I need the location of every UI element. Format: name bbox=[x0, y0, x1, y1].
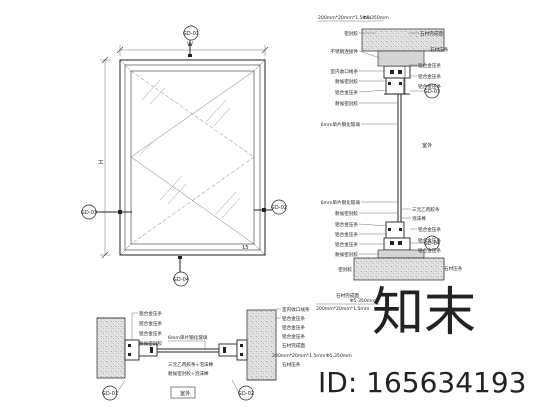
corner-mark: 15 bbox=[242, 245, 249, 251]
svg-text:铝合金压条: 铝合金压条 bbox=[139, 320, 162, 327]
glass-boundary bbox=[130, 70, 255, 245]
glass-reflection bbox=[139, 79, 241, 219]
svg-text:200mm*20mm*1.5mm: 200mm*20mm*1.5mm bbox=[272, 353, 326, 359]
svg-text:GD-01: GD-01 bbox=[102, 391, 119, 397]
top-dim-text-2: Φ5.350mm bbox=[363, 15, 389, 21]
svg-text:铝合金压条: 铝合金压条 bbox=[335, 221, 358, 228]
svg-text:室内收口线条: 室内收口线条 bbox=[330, 68, 358, 75]
svg-text:铝合金压条: 铝合金压条 bbox=[282, 324, 305, 331]
svg-text:耐候密封胶: 耐候密封胶 bbox=[335, 251, 358, 258]
section-marker-bottom: GD-04 bbox=[173, 256, 190, 287]
hsec-outdoor-label: 室外 bbox=[180, 389, 190, 397]
bottom-dim-text: 200mm*20mm*1.5mm bbox=[316, 306, 370, 312]
top-dim-text: 200mm*20mm*1.5mm bbox=[318, 15, 372, 21]
svg-text:6mm单片钢化玻璃: 6mm单片钢化玻璃 bbox=[321, 121, 361, 128]
left-profile bbox=[124, 339, 140, 361]
svg-text:铝合金压条: 铝合金压条 bbox=[282, 333, 305, 340]
vsec-bubble-bottom: GD-04 bbox=[410, 235, 441, 251]
horizontal-section: 铝合金压条 铝合金压条 铝合金压条 耐候密封胶 6mm单片钢化玻璃 三元乙丙胶条… bbox=[96, 306, 352, 401]
right-profile bbox=[218, 343, 238, 357]
svg-text:GD-02: GD-02 bbox=[271, 205, 288, 211]
section-marker-top: GD-01 bbox=[183, 25, 200, 57]
svg-text:GD-04: GD-04 bbox=[173, 277, 190, 283]
bottom-dim-text-2: Φ5.350mm bbox=[350, 298, 376, 304]
svg-text:耐候密封胶: 耐候密封胶 bbox=[335, 78, 358, 85]
svg-text:石材完成面: 石材完成面 bbox=[282, 342, 305, 349]
svg-text:铝合金压条: 铝合金压条 bbox=[139, 330, 162, 337]
svg-text:铝合金压条: 铝合金压条 bbox=[139, 310, 162, 317]
svg-text:三元乙丙胶条: 三元乙丙胶条 bbox=[412, 206, 440, 213]
svg-text:GD-04: GD-04 bbox=[424, 241, 441, 247]
vsec-top-left-labels: 密封胶 不锈钢连接件 室内收口线条 耐候密封胶 铝合金压条 耐候密封胶 6mm单… bbox=[321, 30, 397, 128]
width-dimension: W bbox=[116, 41, 269, 56]
window-elevation: W H bbox=[81, 25, 288, 287]
height-dimension: H bbox=[98, 56, 111, 259]
svg-text:6mm单片钢化玻璃: 6mm单片钢化玻璃 bbox=[168, 334, 208, 341]
right-wall bbox=[246, 309, 277, 381]
bottom-right-label: 石材完成面 bbox=[336, 292, 359, 299]
svg-text:铝合金压条: 铝合金压条 bbox=[335, 89, 358, 96]
svg-text:铝合金压条: 铝合金压条 bbox=[418, 226, 441, 233]
svg-text:密封胶: 密封胶 bbox=[344, 30, 358, 37]
bottom-profile-outer bbox=[383, 237, 411, 251]
svg-text:耐候密封胶: 耐候密封胶 bbox=[335, 100, 358, 107]
svg-text:耐候密封胶+泡沫棒: 耐候密封胶+泡沫棒 bbox=[168, 370, 209, 377]
hsec-bubble-right: GD-02 bbox=[231, 379, 255, 401]
opening-indicator bbox=[130, 70, 255, 245]
svg-text:GD-03: GD-03 bbox=[424, 89, 441, 95]
svg-text:铝合金压条: 铝合金压条 bbox=[335, 231, 358, 238]
svg-text:铝合金压条: 铝合金压条 bbox=[418, 73, 441, 80]
vsec-bubble-top: GD-03 bbox=[410, 83, 441, 99]
hsec-right-labels: 室内收口线条 铝合金压条 铝合金压条 铝合金压条 石材完成面 200mm*20m… bbox=[272, 306, 352, 368]
svg-text:Φ5.350mm: Φ5.350mm bbox=[326, 353, 352, 359]
bottom-wall bbox=[353, 257, 445, 281]
watermark-id: ID: 165634193 bbox=[318, 366, 526, 399]
svg-text:铝合金压条: 铝合金压条 bbox=[335, 241, 358, 248]
hsec-center-labels: 6mm单片钢化玻璃 三元乙丙胶条+泡沫棒 耐候密封胶+泡沫棒 bbox=[168, 334, 214, 377]
height-label: H bbox=[98, 160, 105, 165]
svg-text:密封胶: 密封胶 bbox=[338, 266, 352, 273]
section-marker-right: GD-02 bbox=[254, 199, 288, 215]
svg-text:铝合金压条: 铝合金压条 bbox=[418, 247, 441, 254]
watermark-logo: 知末 bbox=[372, 283, 476, 343]
svg-text:泡沫棒: 泡沫棒 bbox=[412, 215, 426, 222]
svg-text:6mm单片钢化玻璃: 6mm单片钢化玻璃 bbox=[321, 199, 361, 206]
svg-text:铝合金压条: 铝合金压条 bbox=[418, 83, 441, 90]
svg-text:不锈钢连接件: 不锈钢连接件 bbox=[330, 48, 358, 55]
vsec-top-right-labels: 石材完成面 石材压条 铝合金压条 铝合金压条 铝合金压条 bbox=[409, 30, 449, 90]
svg-text:铝合金压条: 铝合金压条 bbox=[418, 62, 441, 69]
vsec-bottom-right-labels: 三元乙丙胶条 泡沫棒 铝合金压条 铝合金压条 铝合金压条 石材压条 bbox=[402, 206, 463, 272]
svg-text:三元乙丙胶条+泡沫棒: 三元乙丙胶条+泡沫棒 bbox=[168, 361, 214, 368]
svg-text:耐候密封胶: 耐候密封胶 bbox=[335, 210, 358, 217]
svg-text:GD-03: GD-03 bbox=[81, 210, 98, 216]
vertical-section: 200mm*20mm*1.5mm Φ5.350mm GD-03 bbox=[316, 15, 463, 312]
svg-text:铝合金压条: 铝合金压条 bbox=[418, 237, 441, 244]
vsec-bottom-left-labels: 6mm单片钢化玻璃 耐候密封胶 铝合金压条 铝合金压条 铝合金压条 耐候密封胶 … bbox=[321, 199, 397, 273]
svg-text:室内收口线条: 室内收口线条 bbox=[282, 306, 310, 313]
top-profile-frame bbox=[385, 77, 405, 95]
svg-text:GD-01: GD-01 bbox=[183, 31, 200, 37]
section-marker-left: GD-03 bbox=[81, 204, 132, 220]
svg-text:石材压条: 石材压条 bbox=[444, 265, 463, 272]
top-profile-outer bbox=[383, 65, 411, 79]
left-wall bbox=[96, 317, 126, 379]
svg-text:GD-02: GD-02 bbox=[238, 391, 255, 397]
outer-frame bbox=[119, 59, 266, 256]
svg-text:石材完成面: 石材完成面 bbox=[420, 30, 443, 37]
vsec-outdoor-label: 室外 bbox=[422, 141, 432, 149]
svg-text:耐候密封胶: 耐候密封胶 bbox=[139, 340, 162, 347]
hsec-bubble-left: GD-01 bbox=[102, 379, 126, 401]
frame-inner-edge bbox=[124, 64, 261, 251]
svg-text:石材压条: 石材压条 bbox=[430, 46, 449, 53]
svg-text:石材压条: 石材压条 bbox=[282, 361, 301, 368]
hsec-left-labels: 铝合金压条 铝合金压条 铝合金压条 耐候密封胶 bbox=[131, 310, 162, 347]
watermark: 知末 ID: 165634193 bbox=[318, 283, 526, 399]
svg-text:铝合金压条: 铝合金压条 bbox=[282, 315, 305, 322]
